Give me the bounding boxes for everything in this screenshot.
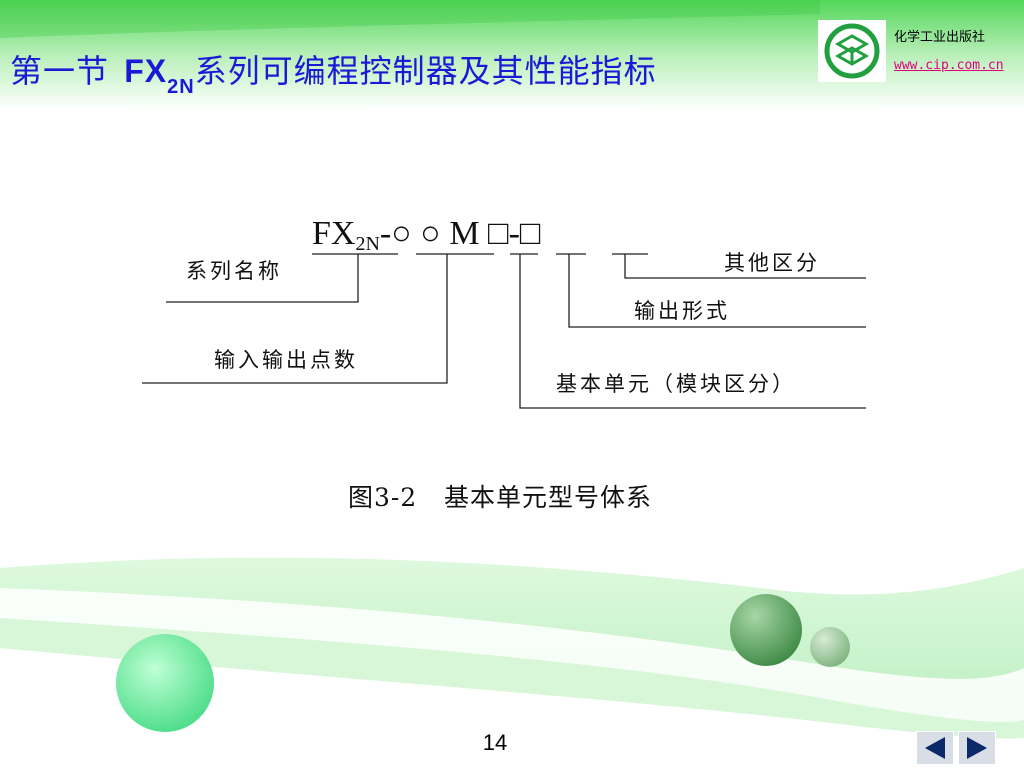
title-fx: FX xyxy=(124,53,168,89)
leader-io xyxy=(142,254,448,384)
label-output-form: 输出形式 xyxy=(634,299,730,323)
leader-output xyxy=(568,254,866,328)
model-subscript: 2N xyxy=(355,233,379,255)
bottom-decoration xyxy=(0,557,1024,768)
decor-ball-left xyxy=(116,634,214,732)
model-code: FX2N-○ ○ M □-□ xyxy=(312,215,541,255)
label-series-name: 系列名称 xyxy=(186,259,282,283)
triangle-right-icon xyxy=(957,730,997,766)
next-slide-button[interactable] xyxy=(957,730,997,766)
publisher-name: 化学工业出版社 xyxy=(894,30,986,45)
decor-ball-right xyxy=(730,594,802,666)
label-other: 其他区分 xyxy=(724,251,820,275)
model-prefix: FX xyxy=(312,215,355,252)
book-logo-icon xyxy=(824,23,880,79)
slide-title: 第一节 FX2N系列可编程控制器及其性能指标 xyxy=(10,46,657,99)
publisher-logo xyxy=(818,20,886,82)
decor-ball-small xyxy=(810,627,850,667)
leader-other xyxy=(624,254,866,279)
prev-slide-button[interactable] xyxy=(915,730,955,766)
model-rest: -○ ○ M □-□ xyxy=(380,215,541,252)
leader-unit xyxy=(519,254,866,409)
model-diagram: FX2N-○ ○ M □-□ 系列名称 输入输出点数 基本单元（模块区分） 输出… xyxy=(142,215,866,409)
leader-series xyxy=(166,254,359,303)
page-number: 14 xyxy=(482,730,508,755)
label-io-points: 输入输出点数 xyxy=(214,348,358,372)
title-subscript: 2N xyxy=(167,76,195,99)
publisher-url-link[interactable]: www.cip.com.cn xyxy=(894,58,1004,73)
triangle-left-icon xyxy=(915,730,955,766)
figure-caption: 图3-2 基本单元型号体系 xyxy=(347,483,653,512)
label-basic-unit: 基本单元（模块区分） xyxy=(556,372,796,396)
title-suffix: 系列可编程控制器及其性能指标 xyxy=(194,52,657,90)
title-prefix: 第一节 xyxy=(10,52,121,90)
